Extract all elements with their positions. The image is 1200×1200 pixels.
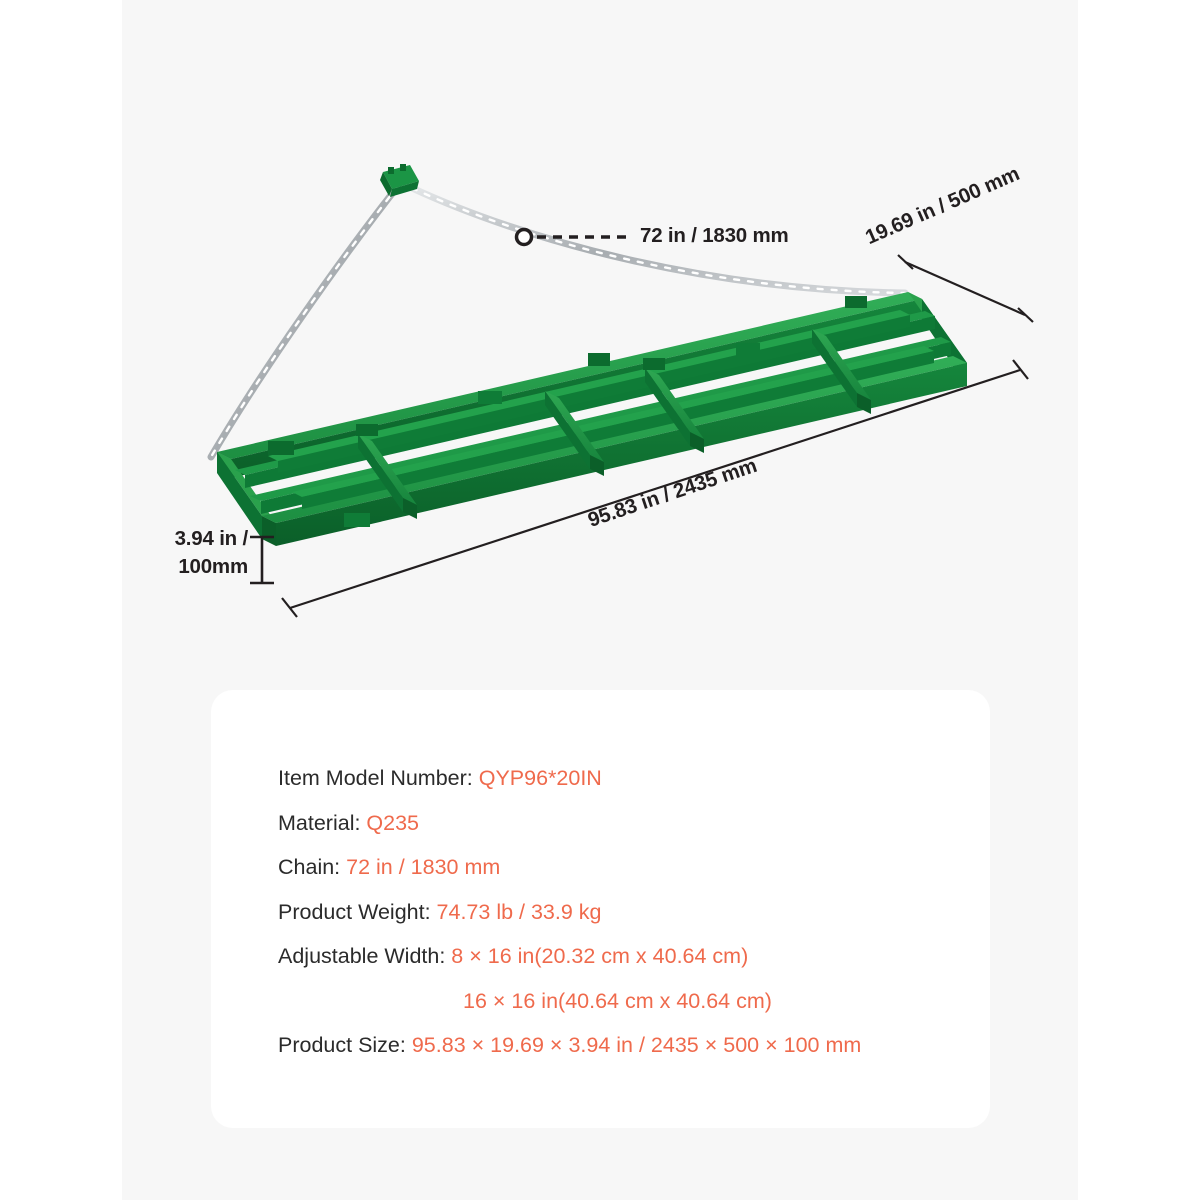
frame-rail-front-top <box>262 356 967 523</box>
frame-end-left-side <box>217 452 262 539</box>
spec-row: Material: Q235 <box>278 810 970 835</box>
inner-rail-b-top <box>250 337 951 501</box>
harrow-frame <box>217 292 967 546</box>
mount-tab-3 <box>344 513 370 527</box>
specification-list: Item Model Number: QYP96*20IN Material: Q… <box>278 766 970 1057</box>
product-illustration: 72 in / 1830 mm 19.69 in / 500 mm 95.83 … <box>138 162 1034 618</box>
spec-label: Adjustable Width: <box>278 944 452 968</box>
spec-label: Product Size: <box>278 1033 412 1057</box>
mount-tab-1 <box>268 441 294 455</box>
spec-value: 16 × 16 in(40.64 cm x 40.64 cm) <box>463 988 772 1013</box>
spec-row: Product Size: 95.83 × 19.69 × 3.94 in / … <box>278 1033 970 1057</box>
hitch-chain <box>207 164 909 461</box>
width-dimension-tick-right <box>1017 307 1034 323</box>
drag-harrow-svg <box>207 164 1034 618</box>
spec-value: 8 × 16 in(20.32 cm x 40.64 cm) <box>451 944 749 968</box>
spec-value: 95.83 × 19.69 × 3.94 in / 2435 × 500 × 1… <box>411 1033 862 1057</box>
spec-row: Adjustable Width: 8 × 16 in(20.32 cm x 4… <box>278 944 970 968</box>
mount-tab-4 <box>736 343 760 356</box>
dimension-lines <box>250 227 1034 618</box>
height-dimension-label-line1: 3.94 in / <box>174 527 249 550</box>
chain-right-links <box>410 186 907 295</box>
spec-value: Q235 <box>366 810 420 835</box>
tine-rail-lower-top <box>292 346 934 497</box>
frame-rail-front-side <box>276 363 967 546</box>
length-dimension-line <box>289 368 1021 610</box>
spec-row: Product Weight: 74.73 lb / 33.9 kg <box>278 899 970 924</box>
crossbar-4 <box>812 296 871 414</box>
width-dimension-line <box>904 260 1026 317</box>
spec-row: Item Model Number: QYP96*20IN <box>278 766 970 790</box>
spec-row: 16 × 16 in(40.64 cm x 40.64 cm) <box>278 988 970 1013</box>
hitch-bracket <box>380 164 419 197</box>
spec-value: QYP96*20IN <box>478 766 602 790</box>
crossbar-3 <box>643 358 704 453</box>
specification-card: Item Model Number: QYP96*20IN Material: Q… <box>211 690 990 1128</box>
chain-dimension-label: 72 in / 1830 mm <box>640 224 789 247</box>
length-dimension-tick-left <box>281 597 298 618</box>
chain-left-strand <box>207 182 402 461</box>
tine-rail-lower-side <box>302 351 934 509</box>
spec-label: Chain: <box>278 855 347 879</box>
frame-end-left-cap <box>262 516 276 546</box>
length-dimension-tick-right <box>1012 359 1029 380</box>
crossbar-2 <box>545 353 610 476</box>
spec-label: Item Model Number: <box>278 766 479 790</box>
width-dimension-tick-left <box>897 254 914 270</box>
spec-value: 72 in / 1830 mm <box>346 855 501 879</box>
spec-value: 74.73 lb / 33.9 kg <box>436 899 602 924</box>
spec-label: Product Weight: <box>278 899 437 924</box>
chain-leader-marker <box>514 227 534 247</box>
frame-rail-back-top <box>217 292 922 459</box>
crossbar-1 <box>356 424 417 519</box>
height-dimension-label-line2: 100mm <box>178 554 248 578</box>
spec-row: Chain: 72 in / 1830 mm <box>278 855 970 879</box>
spec-label: Material: <box>278 810 367 835</box>
mount-tab-2 <box>478 391 502 404</box>
height-dimension-label: 3.94 in / 100mm <box>138 525 249 581</box>
